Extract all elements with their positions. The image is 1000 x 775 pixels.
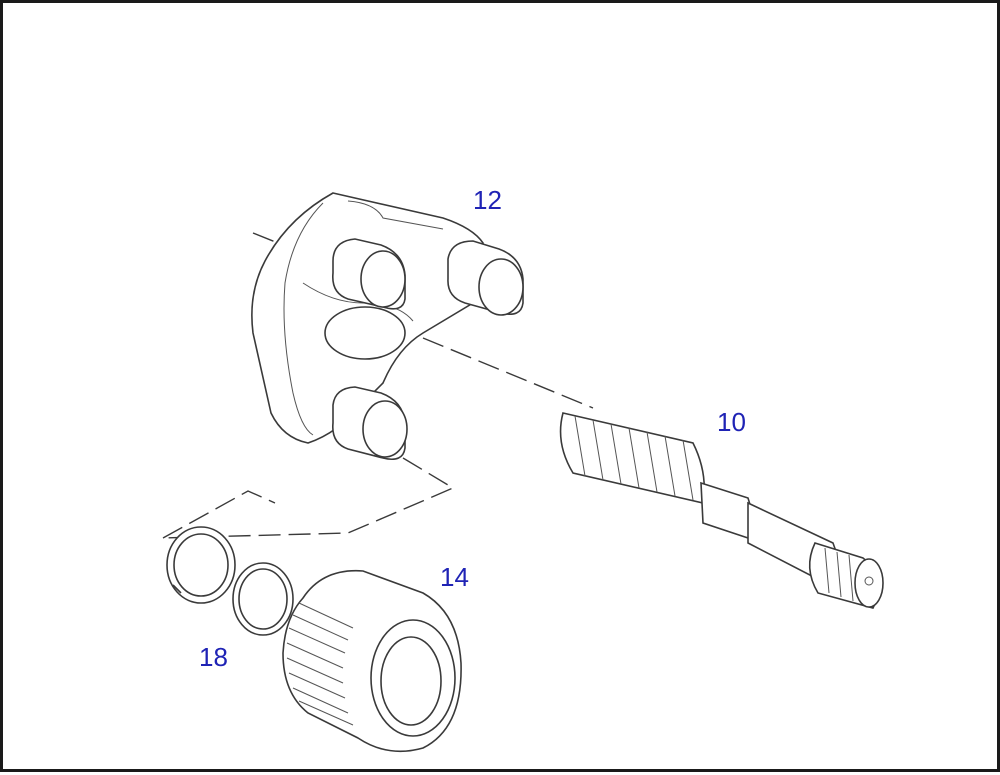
washer [232, 562, 294, 636]
placement-lines [162, 457, 455, 539]
pinion-shaft [559, 412, 884, 609]
planet-gear [282, 569, 462, 753]
snap-ring [166, 526, 236, 604]
callout-18: 18 [199, 642, 228, 672]
exploded-parts-diagram: 12 10 14 18 [162, 185, 884, 753]
planet-carrier [251, 192, 524, 461]
callout-14: 14 [440, 562, 469, 592]
callout-12: 12 [473, 185, 502, 215]
callout-10: 10 [717, 407, 746, 437]
